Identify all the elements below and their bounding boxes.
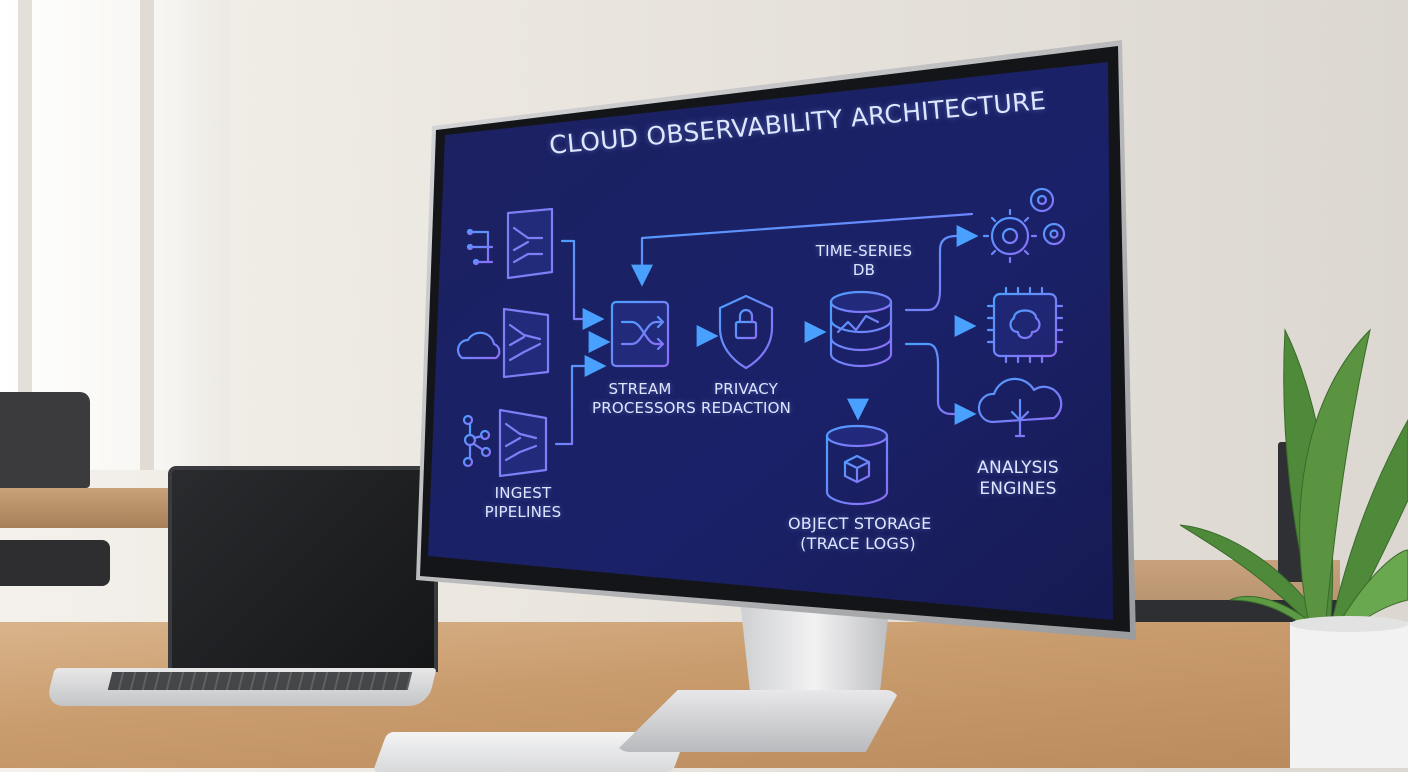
cloud-icon: [456, 331, 501, 360]
shuffle-icon: [610, 300, 670, 368]
feedback-arrow: [631, 212, 974, 287]
plant-pot: [1290, 622, 1408, 768]
flow-arrow: [904, 342, 977, 425]
background-chair: [0, 392, 90, 488]
privacy-label: PRIVACY REDACTION: [700, 380, 792, 417]
hub-graph-icon: [462, 414, 492, 468]
window: [0, 0, 230, 470]
analysis-label: ANALYSIS ENGINES: [977, 458, 1059, 500]
object-storage-label: OBJECT STORAGE (TRACE LOGS): [788, 514, 932, 553]
flow-arrow: [554, 355, 607, 446]
gears-icon: [982, 187, 1066, 264]
cloud-brain-icon: [977, 377, 1063, 438]
background-chair: [0, 540, 110, 586]
background-desk: [0, 488, 170, 528]
ingest-funnel-1: [506, 207, 554, 280]
database-cube-icon: [825, 424, 889, 506]
plant: [1170, 300, 1408, 768]
window-frame: [140, 0, 154, 470]
shield-lock-icon: [718, 294, 774, 370]
flow-arrow: [904, 225, 979, 312]
ingest-label: INGEST PIPELINES: [484, 484, 562, 521]
ingest-funnel-3: [498, 408, 548, 478]
database-chart-icon: [829, 290, 893, 368]
laptop: [40, 466, 440, 716]
tsdb-label: TIME-SERIES DB: [815, 242, 913, 279]
ingest-funnel-2: [502, 307, 550, 379]
stream-label: STREAM PROCESSORS: [592, 380, 697, 417]
plant-leaf: [1299, 328, 1371, 631]
laptop-screen: [168, 466, 438, 672]
ai-chip-icon: [986, 286, 1064, 364]
window-frame: [18, 0, 32, 470]
network-nodes-icon: [466, 228, 494, 266]
flow-arrow: [560, 239, 605, 330]
